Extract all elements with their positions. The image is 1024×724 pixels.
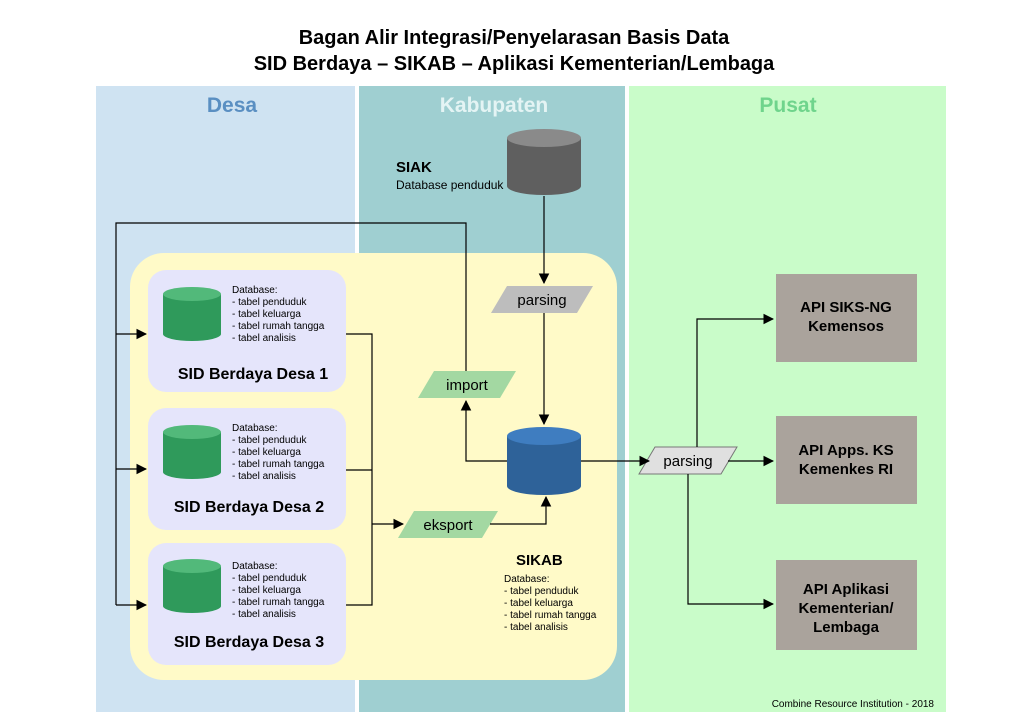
sikab-db-line: - tabel penduduk	[504, 586, 580, 597]
edge-to-api-3	[687, 474, 775, 610]
sikab-db-line: - tabel rumah tangga	[504, 610, 597, 621]
parsing-top-label: parsing	[517, 292, 566, 309]
edge-to-api-1	[696, 313, 775, 447]
desa-1-db-line: - tabel analisis	[232, 333, 296, 344]
desa-3-db-line: - tabel keluarga	[232, 585, 301, 596]
desa-1-db-line: - tabel rumah tangga	[232, 321, 325, 332]
parsing-top-shape	[491, 286, 593, 313]
desa-2-title: SID Berdaya Desa 2	[174, 499, 324, 516]
lane-title-desa: Desa	[207, 94, 258, 117]
import-label: import	[446, 377, 489, 394]
diagram-title-line2: SID Berdaya – SIKAB – Aplikasi Kementeri…	[254, 53, 775, 75]
edge-sikab-to-import	[460, 399, 507, 462]
api-box-2	[776, 416, 917, 504]
siak-title: SIAK	[396, 159, 432, 176]
import-shape	[418, 371, 516, 398]
desa-1-db-line: - tabel keluarga	[232, 309, 301, 320]
api-3-line2: Kementerian/	[798, 600, 894, 617]
desa-3-database-icon	[163, 559, 221, 613]
desa-3-db-line: - tabel rumah tangga	[232, 597, 325, 608]
diagram-title-line1: Bagan Alir Integrasi/Penyelarasan Basis …	[299, 27, 730, 49]
desa-1-database-icon	[163, 287, 221, 341]
siak-subtitle: Database penduduk	[396, 178, 504, 192]
edge-eksport-to-sikab	[490, 495, 552, 525]
desa-2-db-line: Database:	[232, 423, 278, 434]
desa-1-db-line: - tabel penduduk	[232, 297, 308, 308]
api-3-line3: Lembaga	[813, 619, 880, 636]
eksport-label: eksport	[423, 517, 473, 534]
api-2-line1: API Apps. KS	[798, 442, 893, 459]
desa-2-db-line: - tabel rumah tangga	[232, 459, 325, 470]
desa-2-database-icon	[163, 425, 221, 479]
desa-3-db-line: - tabel analisis	[232, 609, 296, 620]
sikab-db-line: - tabel keluarga	[504, 598, 573, 609]
api-2-line2: Kemenkes RI	[799, 461, 893, 478]
sikab-db-line: Database:	[504, 574, 550, 585]
lane-title-kabupaten: Kabupaten	[440, 94, 549, 117]
desa-3-title: SID Berdaya Desa 3	[174, 634, 324, 651]
desa-1-title: SID Berdaya Desa 1	[178, 366, 328, 383]
sikab-database-icon	[507, 427, 581, 495]
api-1-line1: API SIKS-NG	[800, 299, 892, 316]
desa-2-db-line: - tabel keluarga	[232, 447, 301, 458]
sikab-db-line: - tabel analisis	[504, 622, 568, 633]
parsing-right-label: parsing	[663, 453, 712, 470]
eksport-shape	[398, 511, 498, 538]
footer-credit: Combine Resource Institution - 2018	[772, 699, 935, 710]
api-box-1	[776, 274, 917, 362]
api-box-3	[776, 560, 917, 650]
desa-3-db-line: - tabel penduduk	[232, 573, 308, 584]
lane-title-pusat: Pusat	[759, 94, 816, 117]
edge-import-to-desa	[115, 222, 467, 605]
desa-2-db-line: - tabel analisis	[232, 471, 296, 482]
desa-2-db-line: - tabel penduduk	[232, 435, 308, 446]
desa-3-db-line: Database:	[232, 561, 278, 572]
desa-1-db-line: Database:	[232, 285, 278, 296]
api-3-line1: API Aplikasi	[803, 581, 889, 598]
siak-database-icon	[507, 129, 581, 195]
sikab-title: SIKAB	[516, 552, 563, 569]
api-1-line2: Kemensos	[808, 318, 884, 335]
